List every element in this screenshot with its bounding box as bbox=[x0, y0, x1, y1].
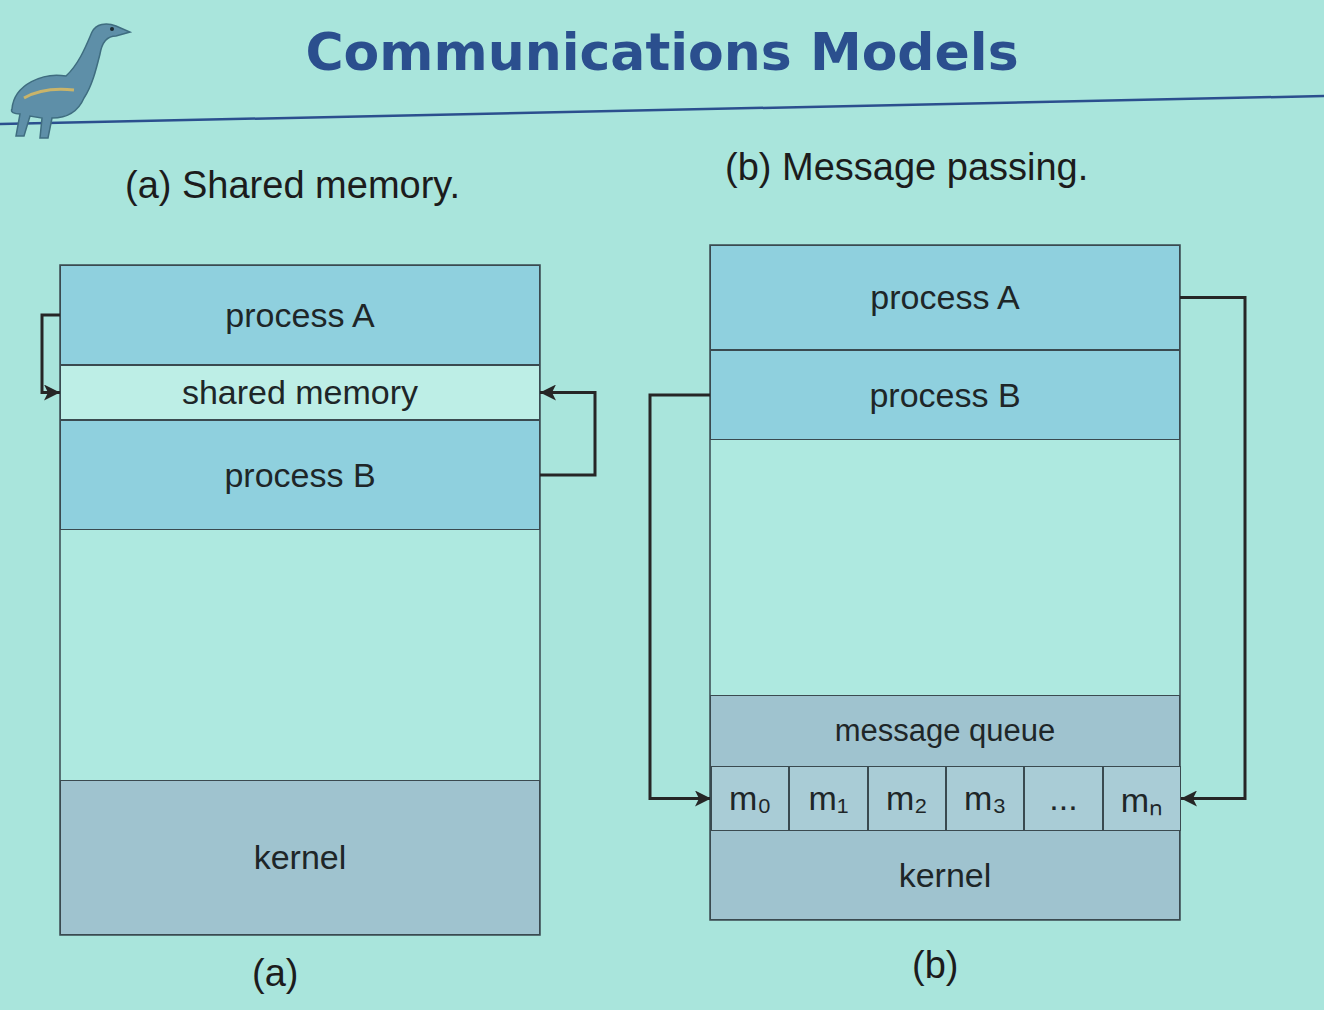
message-cell: mₙ bbox=[1103, 766, 1181, 831]
kernel-band: kernel bbox=[60, 780, 540, 935]
node-text: m₁ bbox=[809, 779, 849, 818]
process-box: process A bbox=[710, 245, 1180, 350]
kernel-band: kernel bbox=[710, 830, 1180, 920]
message-cell: m₀ bbox=[711, 766, 789, 831]
dinosaur-icon bbox=[11, 24, 130, 138]
node-text: ... bbox=[1049, 779, 1077, 818]
process-box: process B bbox=[60, 420, 540, 530]
node-text: mₙ bbox=[1121, 776, 1163, 822]
message-cell: ... bbox=[1024, 766, 1102, 831]
node-text: m₃ bbox=[964, 779, 1006, 818]
node-text: message queue bbox=[711, 696, 1179, 766]
panel-tag: (b) bbox=[912, 944, 958, 987]
node-text: m₂ bbox=[886, 779, 928, 818]
message-cell: m₁ bbox=[789, 766, 867, 831]
node-text: process B bbox=[869, 376, 1020, 415]
memory-outline bbox=[710, 245, 1180, 920]
node-text: kernel bbox=[254, 838, 347, 877]
message-cell: m₃ bbox=[946, 766, 1024, 831]
process-box: process A bbox=[60, 265, 540, 365]
panel-heading: (b) Message passing. bbox=[725, 146, 1088, 189]
node-text: shared memory bbox=[182, 373, 418, 412]
connector-arrow bbox=[540, 393, 595, 476]
node-text: process B bbox=[224, 456, 375, 495]
message-cell: m₂ bbox=[868, 766, 946, 831]
message-queue: message queue m₀ m₁ m₂ m₃... mₙ bbox=[710, 695, 1180, 830]
shared-memory-band: shared memory bbox=[60, 365, 540, 420]
connector-arrow bbox=[650, 395, 711, 799]
node-text: process A bbox=[870, 278, 1019, 317]
connector-arrow bbox=[42, 315, 60, 393]
memory-outline bbox=[60, 265, 540, 935]
title-rule bbox=[0, 96, 1324, 124]
process-box: process B bbox=[710, 350, 1180, 440]
panel-heading: (a) Shared memory. bbox=[125, 164, 460, 207]
slide-title: Communications Models bbox=[0, 22, 1324, 82]
node-text: kernel bbox=[899, 856, 992, 895]
panel-tag: (a) bbox=[252, 952, 298, 995]
connector-arrow bbox=[1180, 298, 1245, 799]
node-text: m₀ bbox=[729, 779, 771, 818]
node-text: process A bbox=[225, 296, 374, 335]
